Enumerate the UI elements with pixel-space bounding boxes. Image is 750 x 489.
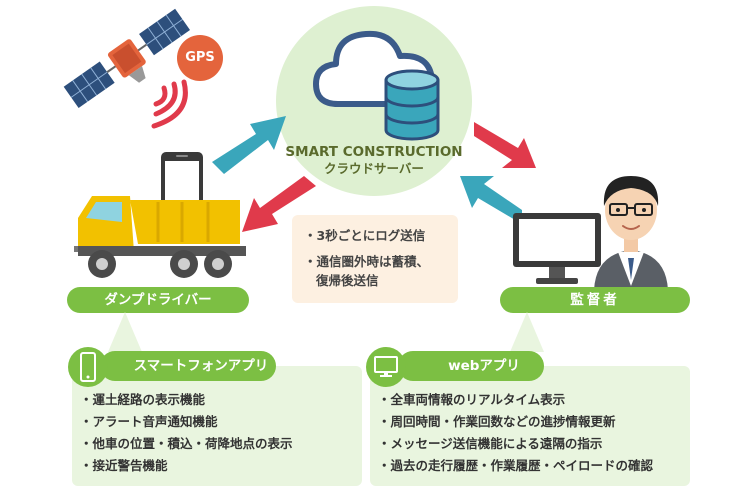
driver-label: ダンプドライバー (67, 287, 249, 313)
connector-driver-icon (108, 312, 142, 352)
arrow-phone-to-server-icon (212, 116, 286, 174)
person-icon (594, 176, 668, 290)
signal-waves-icon (151, 79, 188, 129)
web-feature-item: ・周回時間・作業回数などの進捗情報更新 (378, 414, 616, 429)
log-info-box (292, 215, 458, 303)
smartphone-feature-item: ・アラート音声通知機能 (80, 414, 218, 429)
web-feature-item: ・過去の走行履歴・作業履歴・ペイロードの確認 (378, 458, 654, 473)
log-info-line: ・3秒ごとにログ送信 (304, 228, 426, 243)
database-icon (384, 69, 440, 141)
supervisor-label: 監督者 (500, 287, 690, 313)
smartphone-app-box (72, 366, 362, 486)
smartphone-small-icon (80, 352, 96, 382)
dump-truck-icon (74, 196, 246, 278)
gps-badge: GPS (177, 35, 223, 81)
arrow-server-to-supervisor-icon (474, 122, 536, 168)
web-app-title: webアプリ (398, 351, 544, 381)
smartphone-feature-item: ・他車の位置・積込・荷降地点の表示 (80, 436, 293, 451)
log-info-line: ・通信圏外時は蓄積、 (304, 254, 430, 269)
server-subtitle: クラウドサーバー (324, 161, 424, 176)
server-name: SMART CONSTRUCTION (285, 144, 463, 160)
log-info-line: 復帰後送信 (316, 273, 379, 288)
connector-supervisor-icon (510, 312, 544, 352)
smartphone-feature-item: ・接近警告機能 (80, 458, 168, 473)
monitor-small-icon (374, 356, 398, 377)
web-app-badge (366, 347, 406, 387)
web-app-box (370, 366, 690, 486)
arrow-server-to-phone-icon (242, 176, 316, 232)
smartphone-app-title: スマートフォンアプリ (100, 351, 276, 381)
web-feature-item: ・メッセージ送信機能による遠隔の指示 (378, 436, 603, 451)
web-feature-item: ・全車両情報のリアルタイム表示 (378, 392, 566, 407)
satellite-icon (63, 8, 191, 109)
smartphone-feature-item: ・運土経路の表示機能 (80, 392, 206, 407)
monitor-icon (513, 213, 601, 284)
arrow-supervisor-to-server-icon (460, 176, 522, 224)
